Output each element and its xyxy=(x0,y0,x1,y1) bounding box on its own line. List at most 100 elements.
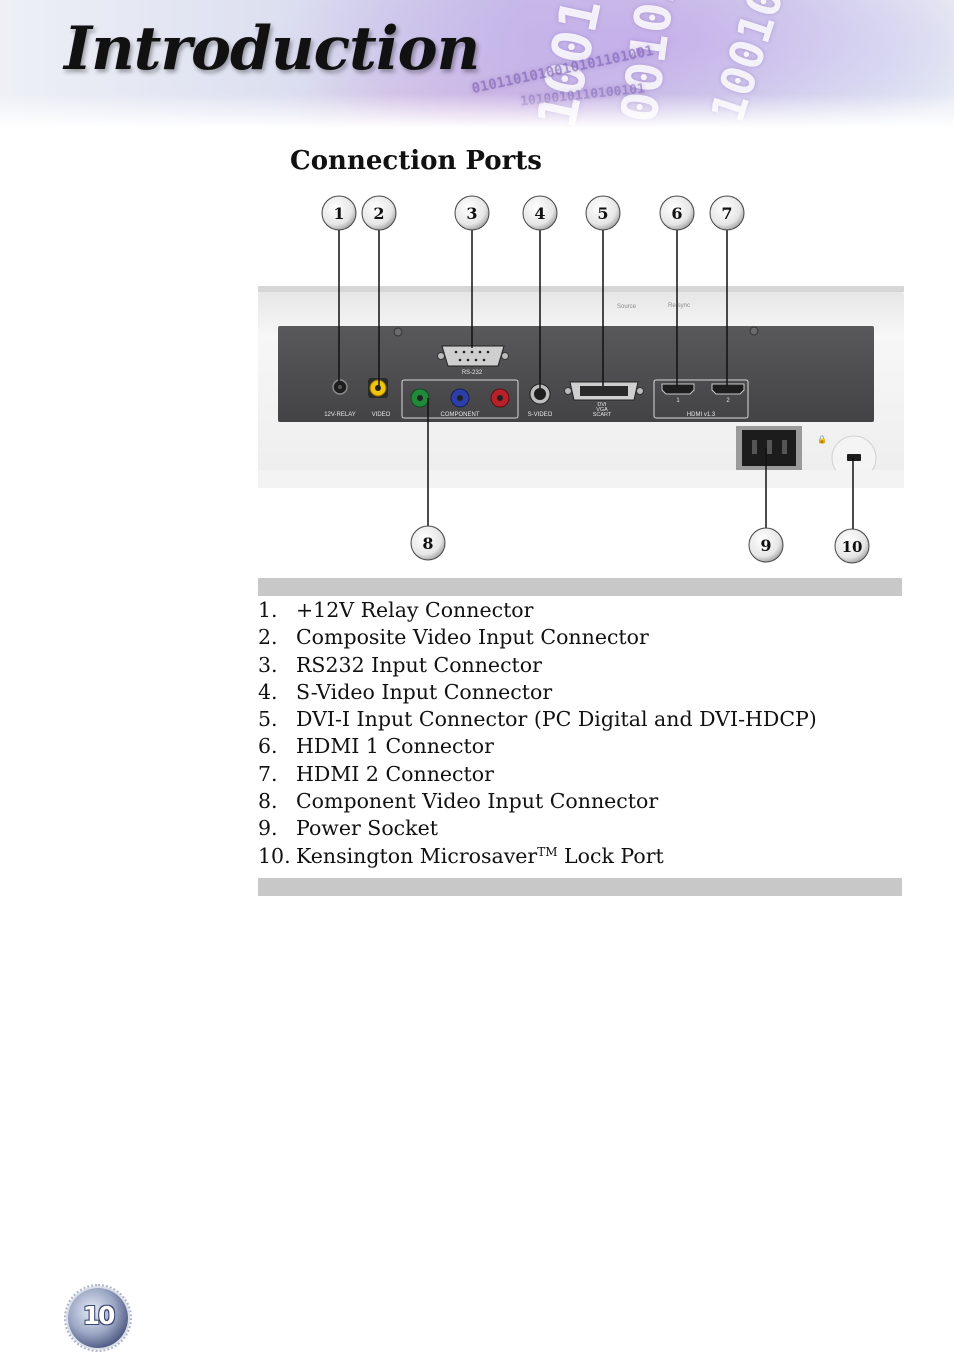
item-label: HDMI 1 Connector xyxy=(296,734,494,759)
hdmi-group-frame xyxy=(653,379,749,419)
port-list: 1. +12V Relay Connector 2.Composite Video… xyxy=(258,597,817,870)
component-group-frame xyxy=(401,379,519,419)
list-item: 8. Component Video Input Connector xyxy=(258,788,817,815)
item-number: 10. xyxy=(258,843,291,868)
callout-9: 9 xyxy=(748,527,784,563)
item-number: 9. xyxy=(258,816,278,841)
item-number: 7. xyxy=(258,761,278,786)
item-label: Component Video Input Connector xyxy=(296,789,659,814)
power-pin xyxy=(767,440,772,454)
item-number: 6. xyxy=(258,734,278,759)
svg-text:7: 7 xyxy=(721,204,732,223)
power-pin xyxy=(782,440,787,454)
rs232-screw xyxy=(437,352,445,360)
svideo-label: S-VIDEO xyxy=(528,412,553,418)
item-label: Kensington Microsaver xyxy=(296,843,538,868)
list-item: 1. +12V Relay Connector xyxy=(258,597,817,624)
item-label: Composite Video Input Connector xyxy=(296,625,649,650)
binary-decoration: 10010 xyxy=(700,0,795,128)
svideo-socket xyxy=(534,388,546,400)
rs232-label: RS-232 xyxy=(462,370,483,376)
callout-2: 2 xyxy=(361,195,397,231)
callout-1: 1 xyxy=(321,195,357,231)
callout-7: 7 xyxy=(709,195,745,231)
list-item: 9. Power Socket xyxy=(258,815,817,842)
hdmi2-label: 2 xyxy=(726,398,730,404)
item-number: 5. xyxy=(258,707,278,732)
component-pr-hole xyxy=(497,395,503,401)
svg-text:8: 8 xyxy=(422,534,433,553)
rs232-screw xyxy=(501,352,509,360)
resync-label: Re-sync xyxy=(668,303,690,309)
svg-text:4: 4 xyxy=(534,204,545,223)
component-label: COMPONENT xyxy=(441,412,480,418)
page-number-badge: 10 xyxy=(64,1284,132,1352)
callout-leaders xyxy=(338,230,854,530)
page-number: 10 xyxy=(82,1301,116,1330)
trademark-mark: TM xyxy=(537,844,558,859)
dvi-label-2: VGA xyxy=(596,407,608,413)
svg-text:10: 10 xyxy=(842,538,863,556)
list-item: 5. DVI-I Input Connector (PC Digital and … xyxy=(258,706,817,733)
list-item: 2.Composite Video Input Connector xyxy=(258,624,817,651)
component-y-hole xyxy=(417,395,423,401)
list-item: 10.Kensington MicrosaverTM Lock Port xyxy=(258,843,817,870)
hdmi-version-label: HDMI v1.3 xyxy=(687,412,716,418)
item-label: DVI-I Input Connector (PC Digital and DV… xyxy=(296,707,817,732)
item-label: +12V Relay Connector xyxy=(296,598,534,622)
item-label: S-Video Input Connector xyxy=(296,679,553,704)
item-label: Power Socket xyxy=(296,816,438,841)
item-label: RS232 Input Connector xyxy=(296,652,542,677)
hdmi1-port xyxy=(661,383,695,395)
lock-icon: 🔒 xyxy=(817,435,827,444)
item-number: 4. xyxy=(258,679,278,704)
video-label: VIDEO xyxy=(372,412,391,418)
list-item: 3. RS232 Input Connector xyxy=(258,652,817,679)
callout-3: 3 xyxy=(454,195,490,231)
svg-text:5: 5 xyxy=(597,204,608,223)
rs232-pins xyxy=(454,350,490,362)
item-number: 1. xyxy=(258,598,278,622)
item-number: 8. xyxy=(258,789,278,814)
source-label: Source xyxy=(617,304,637,310)
callout-6: 6 xyxy=(659,195,695,231)
svg-text:1: 1 xyxy=(333,204,344,223)
relay-jack-pin xyxy=(338,385,342,389)
kensington-slot xyxy=(847,454,861,461)
list-item: 6. HDMI 1 Connector xyxy=(258,733,817,760)
component-pb-hole xyxy=(457,395,463,401)
svg-text:3: 3 xyxy=(466,204,477,223)
panel-screw xyxy=(749,326,759,336)
svg-text:9: 9 xyxy=(760,536,771,555)
dvi-label-1: DVI xyxy=(597,402,607,408)
housing-edge xyxy=(258,286,904,292)
connector-panel xyxy=(278,326,874,422)
power-pin xyxy=(752,440,757,454)
dvi-screw xyxy=(564,387,572,395)
table-top-bar xyxy=(258,578,902,596)
item-number: 3. xyxy=(258,652,278,677)
dvi-screw xyxy=(636,387,644,395)
callout-10: 10 xyxy=(834,528,870,564)
panel-screw xyxy=(393,327,403,337)
list-item: 7. HDMI 2 Connector xyxy=(258,761,817,788)
hdmi2-port xyxy=(711,383,745,395)
callout-8: 8 xyxy=(410,525,446,561)
callout-4: 4 xyxy=(522,195,558,231)
header-banner: 10010 00101 10010 0101101010010101101001… xyxy=(0,0,954,128)
table-bottom-bar xyxy=(258,878,902,896)
section-heading: Connection Ports xyxy=(290,146,542,176)
connection-panel-diagram: Source Re-sync 12V-RELAY VIDEO RS-232 xyxy=(250,190,910,570)
page-title: Introduction xyxy=(64,14,480,84)
callout-5: 5 xyxy=(585,195,621,231)
housing-base xyxy=(258,470,904,488)
relay-label: 12V-RELAY xyxy=(324,412,356,418)
svg-text:6: 6 xyxy=(671,204,682,223)
list-item: 4. S-Video Input Connector xyxy=(258,679,817,706)
dvi-label-3: SCART xyxy=(593,412,612,418)
item-label-suffix: Lock Port xyxy=(557,843,664,868)
projector-rear-illustration: Source Re-sync 12V-RELAY VIDEO RS-232 xyxy=(258,195,904,564)
svg-text:2: 2 xyxy=(373,204,384,223)
composite-jack-hole xyxy=(375,385,381,391)
item-label: HDMI 2 Connector xyxy=(296,761,494,786)
